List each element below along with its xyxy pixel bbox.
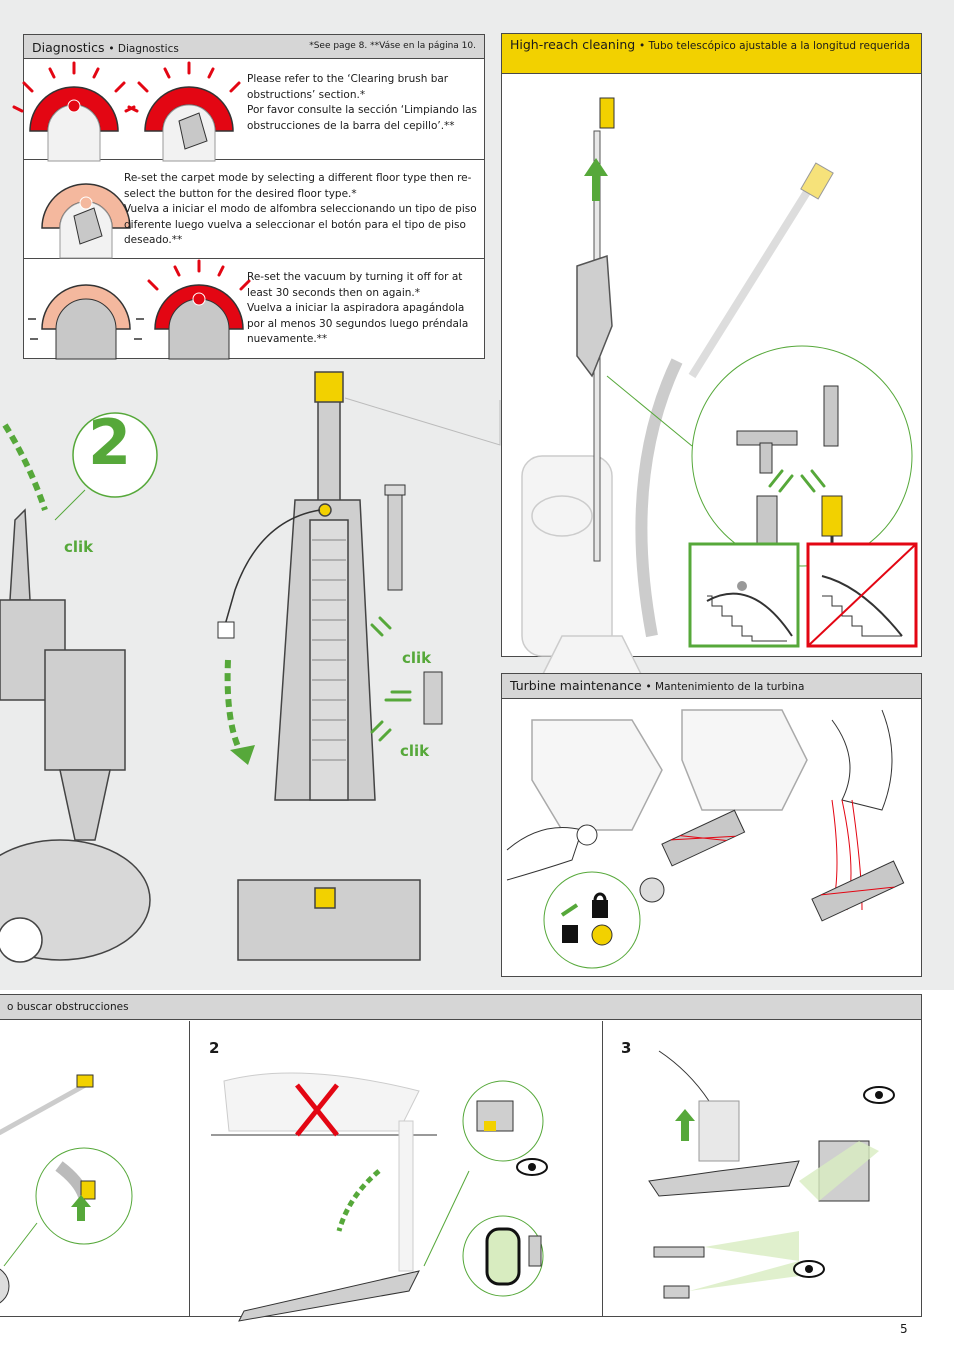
diagnostics-header: Diagnostics • Diagnostics *See page 8. *… [24, 35, 484, 59]
high-reach-illustration [521, 97, 918, 677]
high-reach-box: High-reach cleaning • Tubo telescópico a… [501, 33, 922, 677]
turbine-header: Turbine maintenance • Mantenimiento de l… [502, 674, 921, 699]
diagnostics-row3-text: Re-set the vacuum by turning it off for … [247, 271, 469, 345]
clik-label-2: clik [402, 649, 432, 667]
step2-illustration [0, 371, 501, 963]
diagnostics-row1-text: Please refer to the ‘Clearing brush bar … [247, 73, 478, 132]
diagnostics-subtitle: Diagnostics [117, 43, 179, 55]
bottom-illustration [0, 1050, 895, 1322]
turbine-title: Turbine maintenance [510, 678, 642, 693]
bottom-step3-number: 3 [621, 1039, 632, 1057]
diagnostics-box: Diagnostics • Diagnostics *See page 8. *… [12, 34, 485, 360]
page-number: 5 [900, 1322, 908, 1336]
diagnostics-note: *See page 8. **Váse en la página 10. [309, 41, 476, 51]
diagnostics-row2-text: Re-set the carpet mode by selecting a di… [124, 172, 477, 246]
turbine-box: Turbine maintenance • Mantenimiento de l… [501, 673, 922, 977]
bottom-panel-header: o buscar obstrucciones [0, 995, 921, 1020]
bottom-panel: o buscar obstrucciones 2 3 [0, 994, 922, 1322]
bottom-panel-header-text: o buscar obstrucciones [7, 1001, 129, 1013]
diagnostics-title: Diagnostics [32, 40, 105, 55]
turbine-illustration [506, 709, 905, 969]
clik-label-3: clik [400, 742, 430, 760]
brush-bar-warning-icon [12, 61, 241, 162]
high-reach-title: High-reach cleaning [510, 37, 636, 52]
carpet-mode-icon [41, 183, 131, 259]
high-reach-subtitle: Tubo telescópico ajustable a la longitud… [648, 40, 911, 52]
turbine-subtitle: Mantenimiento de la turbina [655, 681, 805, 693]
reset-vacuum-icon [28, 259, 251, 360]
clik-label-1: clik [64, 538, 94, 556]
step2-number: 2 [88, 406, 132, 479]
bottom-step2-number: 2 [209, 1039, 220, 1057]
high-reach-header: High-reach cleaning • Tubo telescópico a… [502, 34, 921, 74]
